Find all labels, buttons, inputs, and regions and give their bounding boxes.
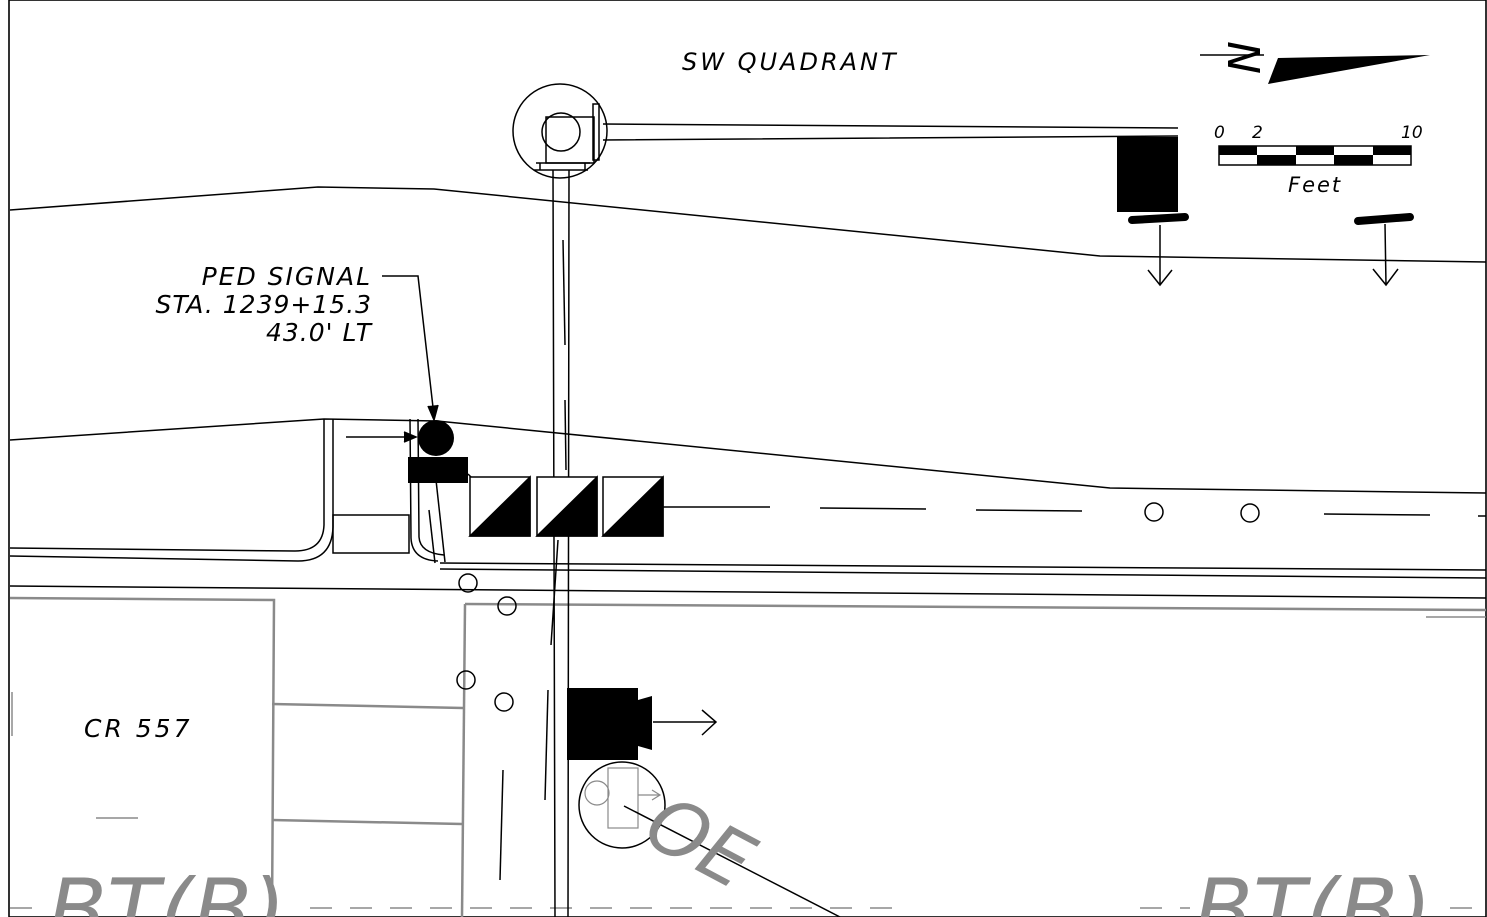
pole-base-circle <box>541 112 581 152</box>
signal-mast-arm <box>512 83 1179 917</box>
pull-box <box>535 475 598 537</box>
callout-line-1: PED SIGNAL <box>202 262 372 291</box>
conduit-line <box>435 479 446 563</box>
scale-unit: Feet <box>1288 173 1342 197</box>
existing-parking-line <box>271 702 464 710</box>
pull-box <box>468 475 531 537</box>
curb-line-outer <box>9 419 325 552</box>
overhead-label: OE <box>632 777 769 906</box>
ped-pad-arrowhead <box>403 431 418 443</box>
pole-foundation-circle <box>512 83 608 179</box>
edge-of-pavement-upper <box>9 186 1487 263</box>
conduit-line <box>544 689 549 801</box>
mast-arm <box>602 123 1179 141</box>
conduit-line <box>564 399 567 471</box>
scale-tick-0: 0 <box>1214 123 1225 143</box>
signal-head-pole-mounted <box>567 688 652 760</box>
signal-head-mast <box>1117 137 1178 212</box>
signal-direction-arrow <box>653 709 718 736</box>
conduit-line <box>499 769 504 881</box>
existing-features <box>9 596 1487 917</box>
right-of-way-line <box>9 585 1487 599</box>
road-label: CR 557 <box>84 714 193 743</box>
north-arrow-letter: N <box>1220 41 1271 74</box>
sheet-title: SW QUADRANT <box>682 48 899 76</box>
existing-building-outline <box>464 602 1487 612</box>
curb-return-inner <box>417 418 445 556</box>
scale-tick-10: 10 <box>1401 123 1423 143</box>
circle-marker <box>494 692 514 712</box>
circle-marker <box>1240 503 1260 523</box>
callout-leader <box>382 275 439 423</box>
signal-heads <box>567 137 1414 760</box>
gutter-line-2 <box>439 568 1487 579</box>
curb-return <box>409 418 439 562</box>
scale-tick-2: 2 <box>1252 123 1263 143</box>
curb-line-inner <box>9 419 334 562</box>
conduit-line <box>428 509 436 564</box>
pole-foundation-circle-south <box>578 761 666 849</box>
pole-anchor <box>534 162 590 171</box>
edge-of-pavement-middle <box>9 418 1487 494</box>
circle-marker <box>456 670 476 690</box>
gutter-line <box>439 562 1487 571</box>
conduit-line <box>562 239 566 346</box>
signal-head-backplate <box>1128 213 1189 224</box>
existing-walkway-edge <box>460 603 467 917</box>
callout-line-2: STA. 1239+15.3 <box>155 290 372 319</box>
signal-direction-arrow <box>1372 223 1399 287</box>
arm-bracket <box>592 103 600 161</box>
callout-line-3: 43.0' LT <box>266 318 373 347</box>
circle-marker <box>497 596 517 616</box>
circle-marker <box>458 573 478 593</box>
north-arrow-icon: N <box>1200 41 1430 84</box>
signal-head-backplate <box>1354 213 1414 225</box>
ped-signal <box>408 420 503 509</box>
lane-dashed-line <box>662 506 1486 517</box>
existing-signal-head <box>584 767 662 829</box>
existing-parking-line <box>271 818 463 826</box>
pole-base-plate <box>545 116 595 164</box>
ped-signal-housing <box>408 457 468 483</box>
existing-lot-line <box>9 596 276 917</box>
boundary-label-left: BT(B) <box>48 861 286 917</box>
pull-boxes <box>468 475 664 537</box>
pull-box <box>601 475 664 537</box>
small-circles <box>456 502 1260 849</box>
boundary-label-right: BT(B) <box>1194 861 1432 917</box>
scale-bar: 0 2 10 Feet <box>1214 123 1423 197</box>
ped-pad <box>332 514 410 554</box>
pole-shaft <box>552 169 570 917</box>
sheet-border <box>8 0 1487 917</box>
circle-marker <box>1144 502 1164 522</box>
signal-direction-arrow <box>1147 225 1173 287</box>
ped-signal-head <box>418 420 454 456</box>
